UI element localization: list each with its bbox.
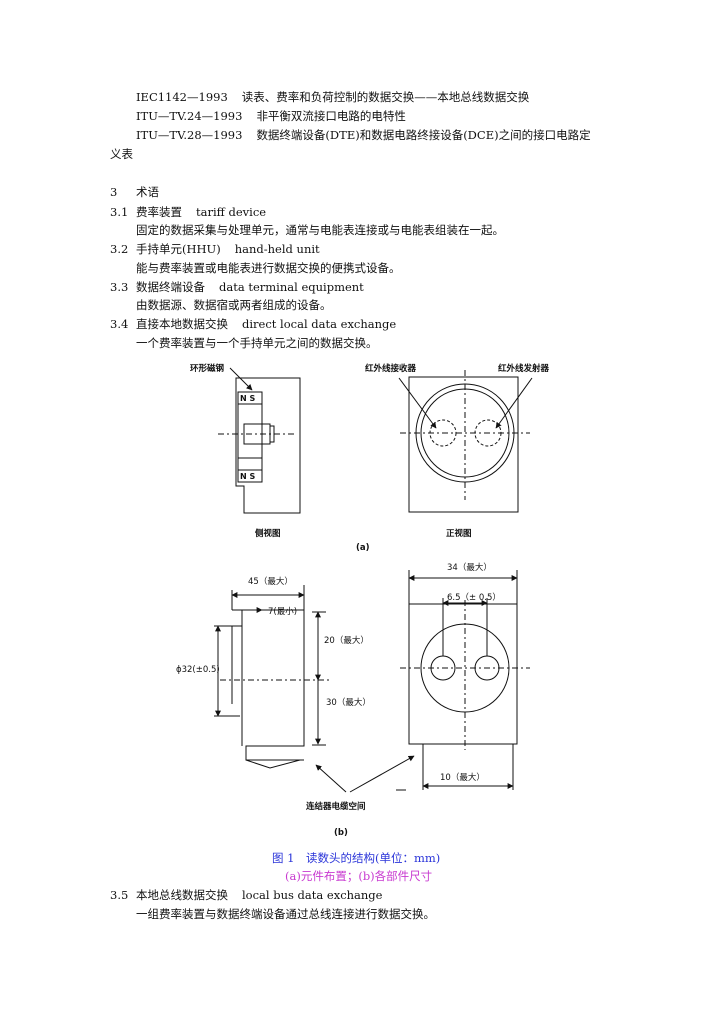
ref-title: 数据终端设备(DTE)和数据电路终接设备(DCE)之间的接口电路定 <box>256 128 591 142</box>
term-en: local bus data exchange <box>242 888 383 902</box>
term-zh: 费率装置 <box>136 205 182 219</box>
term-3-3-heading: 3.3 数据终端设备 data terminal equipment <box>110 279 364 295</box>
connector-space-label: 连结器电缆空间 <box>306 802 366 812</box>
term-3-1-heading: 3.1 费率装置 tariff device <box>110 204 266 220</box>
side-view-drawing <box>218 367 301 514</box>
ns-top-label: N S <box>240 394 256 403</box>
term-num: 3.1 <box>110 205 129 219</box>
ref-line-1: IEC1142—1993 读表、费率和负荷控制的数据交换——本地总线数据交换 <box>136 89 529 105</box>
dim-10-label: 10（最大） <box>440 773 485 783</box>
term-3-5-heading: 3.5 本地总线数据交换 local bus data exchange <box>110 887 382 903</box>
ref-line-3: ITU—TV.28—1993 数据终端设备(DTE)和数据电路终接设备(DCE)之… <box>136 127 591 143</box>
term-num: 3.5 <box>110 888 129 902</box>
dim-65-label: 6.5（± 0.5） <box>447 593 501 603</box>
term-num: 3.2 <box>110 242 129 256</box>
term-3-3-def: 由数据源、数据宿或两者组成的设备。 <box>136 298 332 312</box>
term-en: hand-held unit <box>234 242 320 256</box>
dim-30-label: 30（最大） <box>326 698 371 708</box>
term-num: 3.4 <box>110 317 129 331</box>
ref-code: IEC1142—1993 <box>136 90 228 104</box>
term-zh: 数据终端设备 <box>136 280 205 294</box>
ref-title: 非平衡双流接口电路的电特性 <box>256 109 406 123</box>
front-view-label: 正视图 <box>446 529 472 539</box>
term-3-2-heading: 3.2 手持单元(HHU) hand-held unit <box>110 241 320 257</box>
ns-bottom-label: N S <box>240 472 256 481</box>
connector-leader-left <box>315 764 347 793</box>
connector-leader-right <box>349 755 415 793</box>
dim-phi-label: ϕ32(±0.5) <box>176 665 220 675</box>
section-num: 3 <box>110 185 118 199</box>
ir-emitter-label: 红外线发射器 <box>498 364 550 374</box>
side-view-label: 侧视图 <box>255 529 281 539</box>
dim-34-label: 34（最大） <box>447 563 492 573</box>
front-view-drawing <box>398 370 533 513</box>
term-3-4-def: 一个费率装置与一个手持单元之间的数据交换。 <box>136 336 378 350</box>
term-3-2-def: 能与费率装置或电能表进行数据交换的便携式设备。 <box>136 261 401 275</box>
term-en: data terminal equipment <box>219 280 364 294</box>
ref-line-2: ITU—TV.24—1993 非平衡双流接口电路的电特性 <box>136 108 406 124</box>
term-num: 3.3 <box>110 280 129 294</box>
figure-subcaption: (a)元件布置；(b)各部件尺寸 <box>285 869 433 883</box>
term-3-4-heading: 3.4 直接本地数据交换 direct local data exchange <box>110 316 396 332</box>
part-b-label: (b) <box>334 828 348 838</box>
term-en: direct local data exchange <box>242 317 397 331</box>
term-en: tariff device <box>196 205 267 219</box>
ref-code: ITU—TV.24—1993 <box>136 109 243 123</box>
term-zh: 本地总线数据交换 <box>136 888 228 902</box>
front-view-dims <box>396 570 530 791</box>
part-a-label: (a) <box>356 543 370 553</box>
ring-magnet-label: 环形磁钢 <box>190 364 225 374</box>
ref-code: ITU—TV.28—1993 <box>136 128 243 142</box>
term-3-5-def: 一组费率装置与数据终端设备通过总线连接进行数据交换。 <box>136 907 435 921</box>
dim-7-label: 7(最小) <box>268 607 298 617</box>
dim-20-label: 20（最大） <box>324 636 369 646</box>
side-view-dims <box>214 585 330 769</box>
figure-caption: 图 1 读数头的结构(单位：mm) <box>272 851 441 865</box>
term-3-1-def: 固定的数据采集与处理单元，通常与电能表连接或与电能表组装在一起。 <box>136 223 504 237</box>
section-title: 术语 <box>136 185 159 199</box>
dim-45-label: 45（最大） <box>248 577 293 587</box>
section-heading: 3 术语 <box>110 184 159 200</box>
ir-receiver-label: 红外线接收器 <box>365 364 417 374</box>
ref-title: 读表、费率和负荷控制的数据交换——本地总线数据交换 <box>241 90 530 104</box>
term-zh: 手持单元(HHU) <box>136 242 221 256</box>
term-zh: 直接本地数据交换 <box>136 317 228 331</box>
ref-line-3-cont: 义表 <box>110 147 133 161</box>
